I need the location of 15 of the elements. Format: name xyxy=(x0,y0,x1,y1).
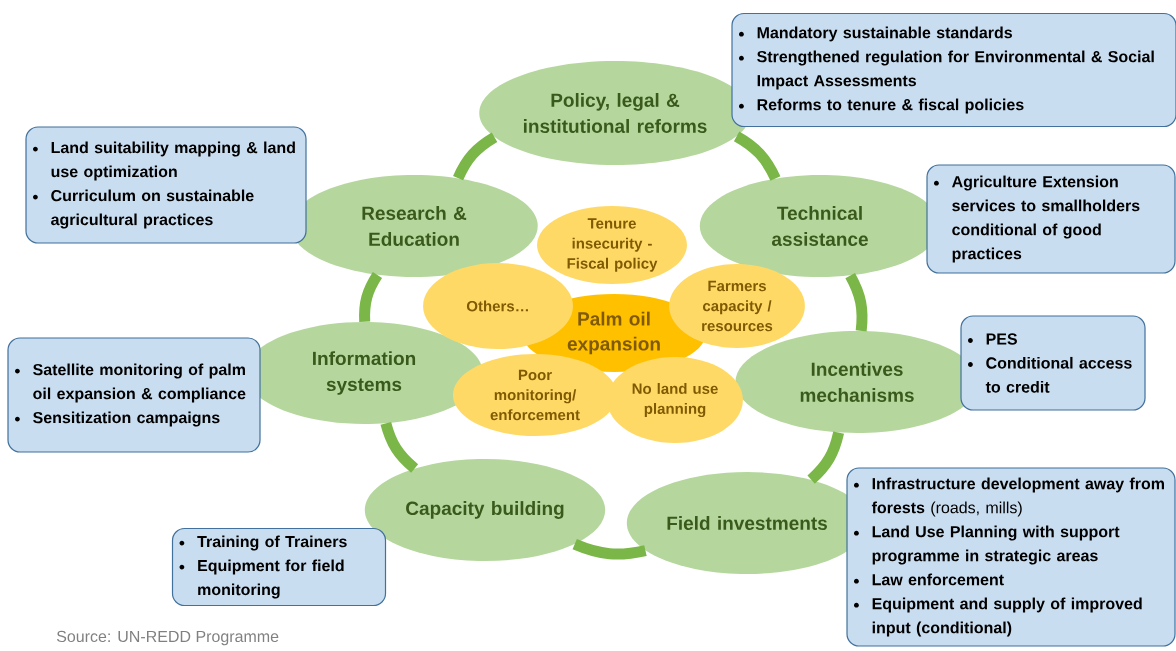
ring-arc xyxy=(359,272,383,322)
ring-arc xyxy=(380,421,419,473)
bullet-box: Land suitability mapping & land use optimization Curriculum on sustainable agricultural practices xyxy=(25,126,307,244)
bullet-box: Training of Trainers Equipment for field monitoring xyxy=(171,527,387,607)
bullet-box: Mandatory sustainable standards Strengthened regulation for Environmental & Social Impact Assessments Reforms to tenure & fiscal policies xyxy=(731,12,1176,128)
ring-arc xyxy=(733,131,781,181)
ring-arc xyxy=(572,539,647,560)
ring-arc xyxy=(845,272,868,332)
ring-arc xyxy=(453,132,498,181)
ring-arc xyxy=(807,431,844,484)
bullet-box: Agriculture Extension services to smallholders conditional of good practices xyxy=(926,164,1176,274)
bullet-box: Satellite monitoring of palm oil expansion & compliance Sensitization campaigns xyxy=(7,337,261,453)
bullet-box: Infrastructure development away from forests (roads, mills) Land Use Planning with support programme in strategic areas Law enforcement Equipment and supply of improved input (conditional) xyxy=(846,467,1176,647)
bullet-box: PES Conditional access to credit xyxy=(960,315,1146,411)
source-note: Source: UN-REDD Programme xyxy=(56,630,279,646)
